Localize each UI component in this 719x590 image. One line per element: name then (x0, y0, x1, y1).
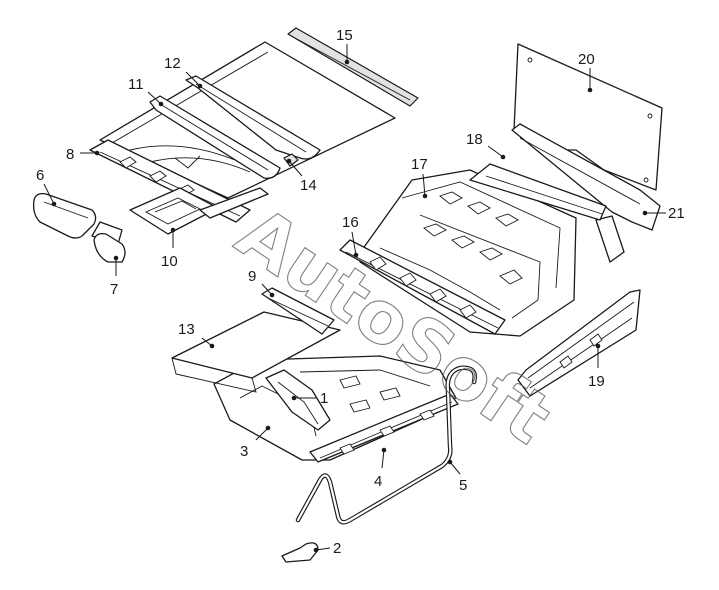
callout-17: 17 (411, 156, 428, 173)
callout-2: 2 (333, 540, 341, 557)
callout-13: 13 (178, 321, 195, 338)
part-10-roof-console (129, 187, 269, 235)
part-12-roof-bow (185, 75, 321, 160)
part-18-support-rail (469, 163, 607, 221)
callout-12: 12 (164, 55, 181, 72)
part-7-mirror (91, 221, 126, 263)
callout-9: 9 (248, 268, 256, 285)
part-4-sill-rail (309, 393, 459, 463)
callout-5: 5 (459, 477, 467, 494)
part-1-tunnel (265, 369, 331, 431)
callout-labels: 1 2 3 4 5 6 7 8 9 10 11 12 13 14 15 16 1… (36, 27, 685, 557)
part-2-bracket (281, 542, 319, 563)
part-11-roof-bow (149, 95, 281, 179)
callout-1: 1 (320, 390, 328, 407)
callout-16: 16 (342, 214, 359, 231)
part-5-cable (295, 365, 477, 525)
leader-lines (43, 44, 666, 551)
callout-11: 11 (128, 76, 144, 93)
callout-3: 3 (240, 443, 248, 460)
part-17-rear-floor (359, 169, 577, 337)
callout-4: 4 (374, 473, 382, 490)
leader-dots (51, 59, 648, 553)
callout-21: 21 (668, 205, 685, 222)
part-6-sun-visor (32, 192, 97, 239)
callout-7: 7 (110, 281, 118, 298)
callout-6: 6 (36, 167, 44, 184)
part-16-cross-member (339, 239, 506, 335)
part-19-side-sill (517, 289, 641, 397)
callout-15: 15 (336, 27, 353, 44)
part-21-rear-cross-member (511, 123, 661, 263)
part-13-floor-panel (171, 311, 341, 393)
callout-8: 8 (66, 146, 74, 163)
part-15-roof-trim-strip (287, 27, 419, 107)
callout-20: 20 (578, 51, 595, 68)
callout-14: 14 (300, 177, 317, 194)
callout-10: 10 (161, 253, 178, 270)
callout-19: 19 (588, 373, 605, 390)
callout-18: 18 (466, 131, 483, 148)
part-9-bracket (261, 287, 335, 335)
